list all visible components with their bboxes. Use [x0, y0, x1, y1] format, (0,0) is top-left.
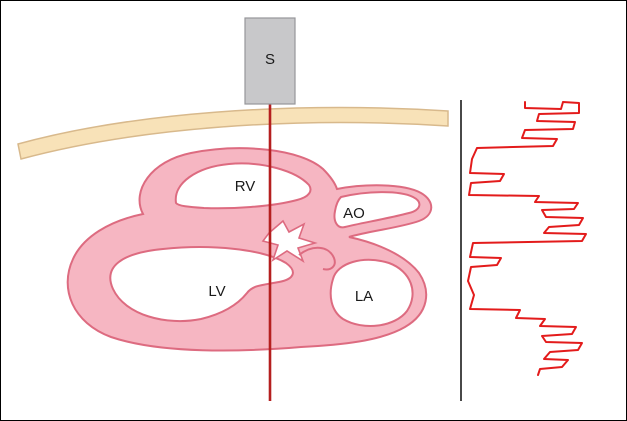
label-la: LA: [355, 288, 373, 305]
transducer-label: S: [265, 51, 275, 68]
label-rv: RV: [235, 178, 256, 195]
la-chamber: [329, 258, 414, 327]
lv-chamber: [109, 246, 294, 323]
label-ao: AO: [343, 205, 365, 222]
mmode-trace: [467, 101, 587, 376]
mitral-valve-curve: [298, 246, 336, 271]
chest-wall: [17, 106, 449, 160]
ao-chamber: [333, 191, 421, 229]
transducer: [244, 17, 296, 105]
rv-chamber: [174, 162, 312, 210]
valve-star: [261, 219, 318, 263]
label-lv: LV: [208, 283, 225, 300]
